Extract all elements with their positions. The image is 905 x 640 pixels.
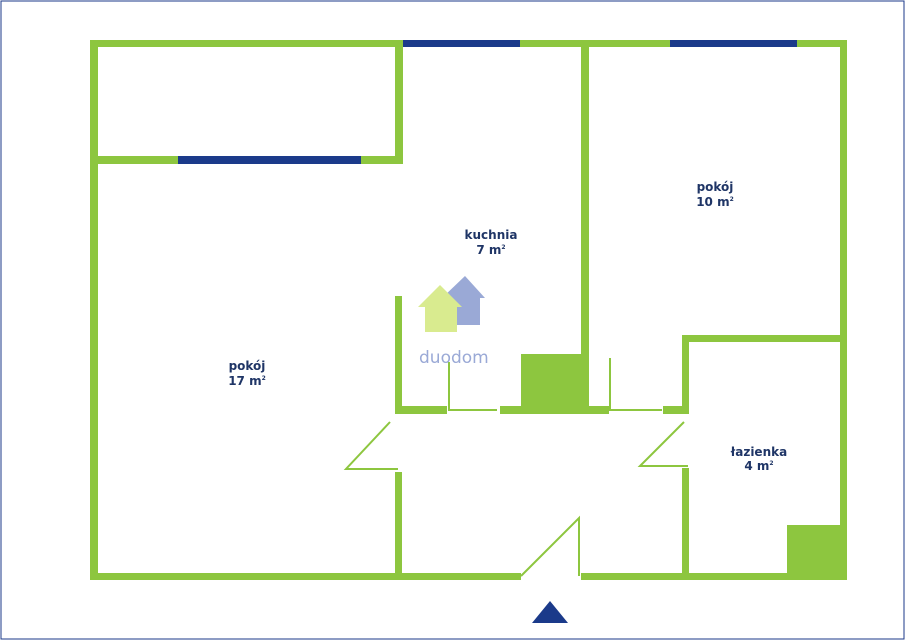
window-kitchen bbox=[403, 40, 520, 47]
wall-corridor-top-1 bbox=[395, 406, 447, 414]
wall-niche-right bbox=[395, 40, 403, 164]
door-bedroom bbox=[609, 358, 662, 411]
windows bbox=[178, 40, 797, 164]
window-living bbox=[178, 156, 361, 164]
room-name-bathroom: łazienka bbox=[730, 445, 787, 459]
room-labels: pokój 17 m2 kuchnia 7 m2 pokój 10 m2 łaz… bbox=[228, 180, 787, 473]
room-area-kitchen: 7 m2 bbox=[476, 243, 505, 257]
logo-text: duodom bbox=[419, 348, 489, 368]
door-bathroom bbox=[637, 421, 688, 467]
room-name-kitchen: kuchnia bbox=[465, 228, 518, 242]
room-name-living: pokój bbox=[229, 359, 266, 373]
bathroom-shaft-block bbox=[787, 525, 847, 580]
wall-living-lower bbox=[395, 472, 402, 580]
door-entrance bbox=[520, 515, 580, 577]
room-area-living: 17 m2 bbox=[228, 374, 266, 388]
logo-front-house-icon bbox=[418, 285, 462, 332]
door-living bbox=[343, 421, 398, 470]
wall-right bbox=[840, 40, 847, 580]
duodom-logo: duodom bbox=[418, 276, 489, 368]
wall-bathroom-left-upper bbox=[682, 335, 689, 414]
wall-left bbox=[90, 40, 98, 580]
wall-bottom-left bbox=[90, 573, 521, 580]
wall-bathroom-top bbox=[682, 335, 847, 342]
room-area-bathroom: 4 m2 bbox=[744, 459, 773, 473]
wall-kitchen-right bbox=[581, 40, 589, 414]
room-name-bedroom: pokój bbox=[697, 180, 734, 194]
wall-bathroom-left-lower bbox=[682, 468, 689, 580]
kitchen-counter-block bbox=[521, 354, 587, 414]
door-kitchen bbox=[448, 362, 497, 411]
door-swings bbox=[343, 358, 688, 577]
triangle-up-icon bbox=[532, 601, 568, 623]
window-bedroom bbox=[670, 40, 797, 47]
room-area-bedroom: 10 m2 bbox=[696, 195, 734, 209]
wall-bottom-right bbox=[581, 573, 847, 580]
wall-living-upper bbox=[395, 296, 402, 414]
wall-corridor-top-3 bbox=[663, 406, 689, 414]
